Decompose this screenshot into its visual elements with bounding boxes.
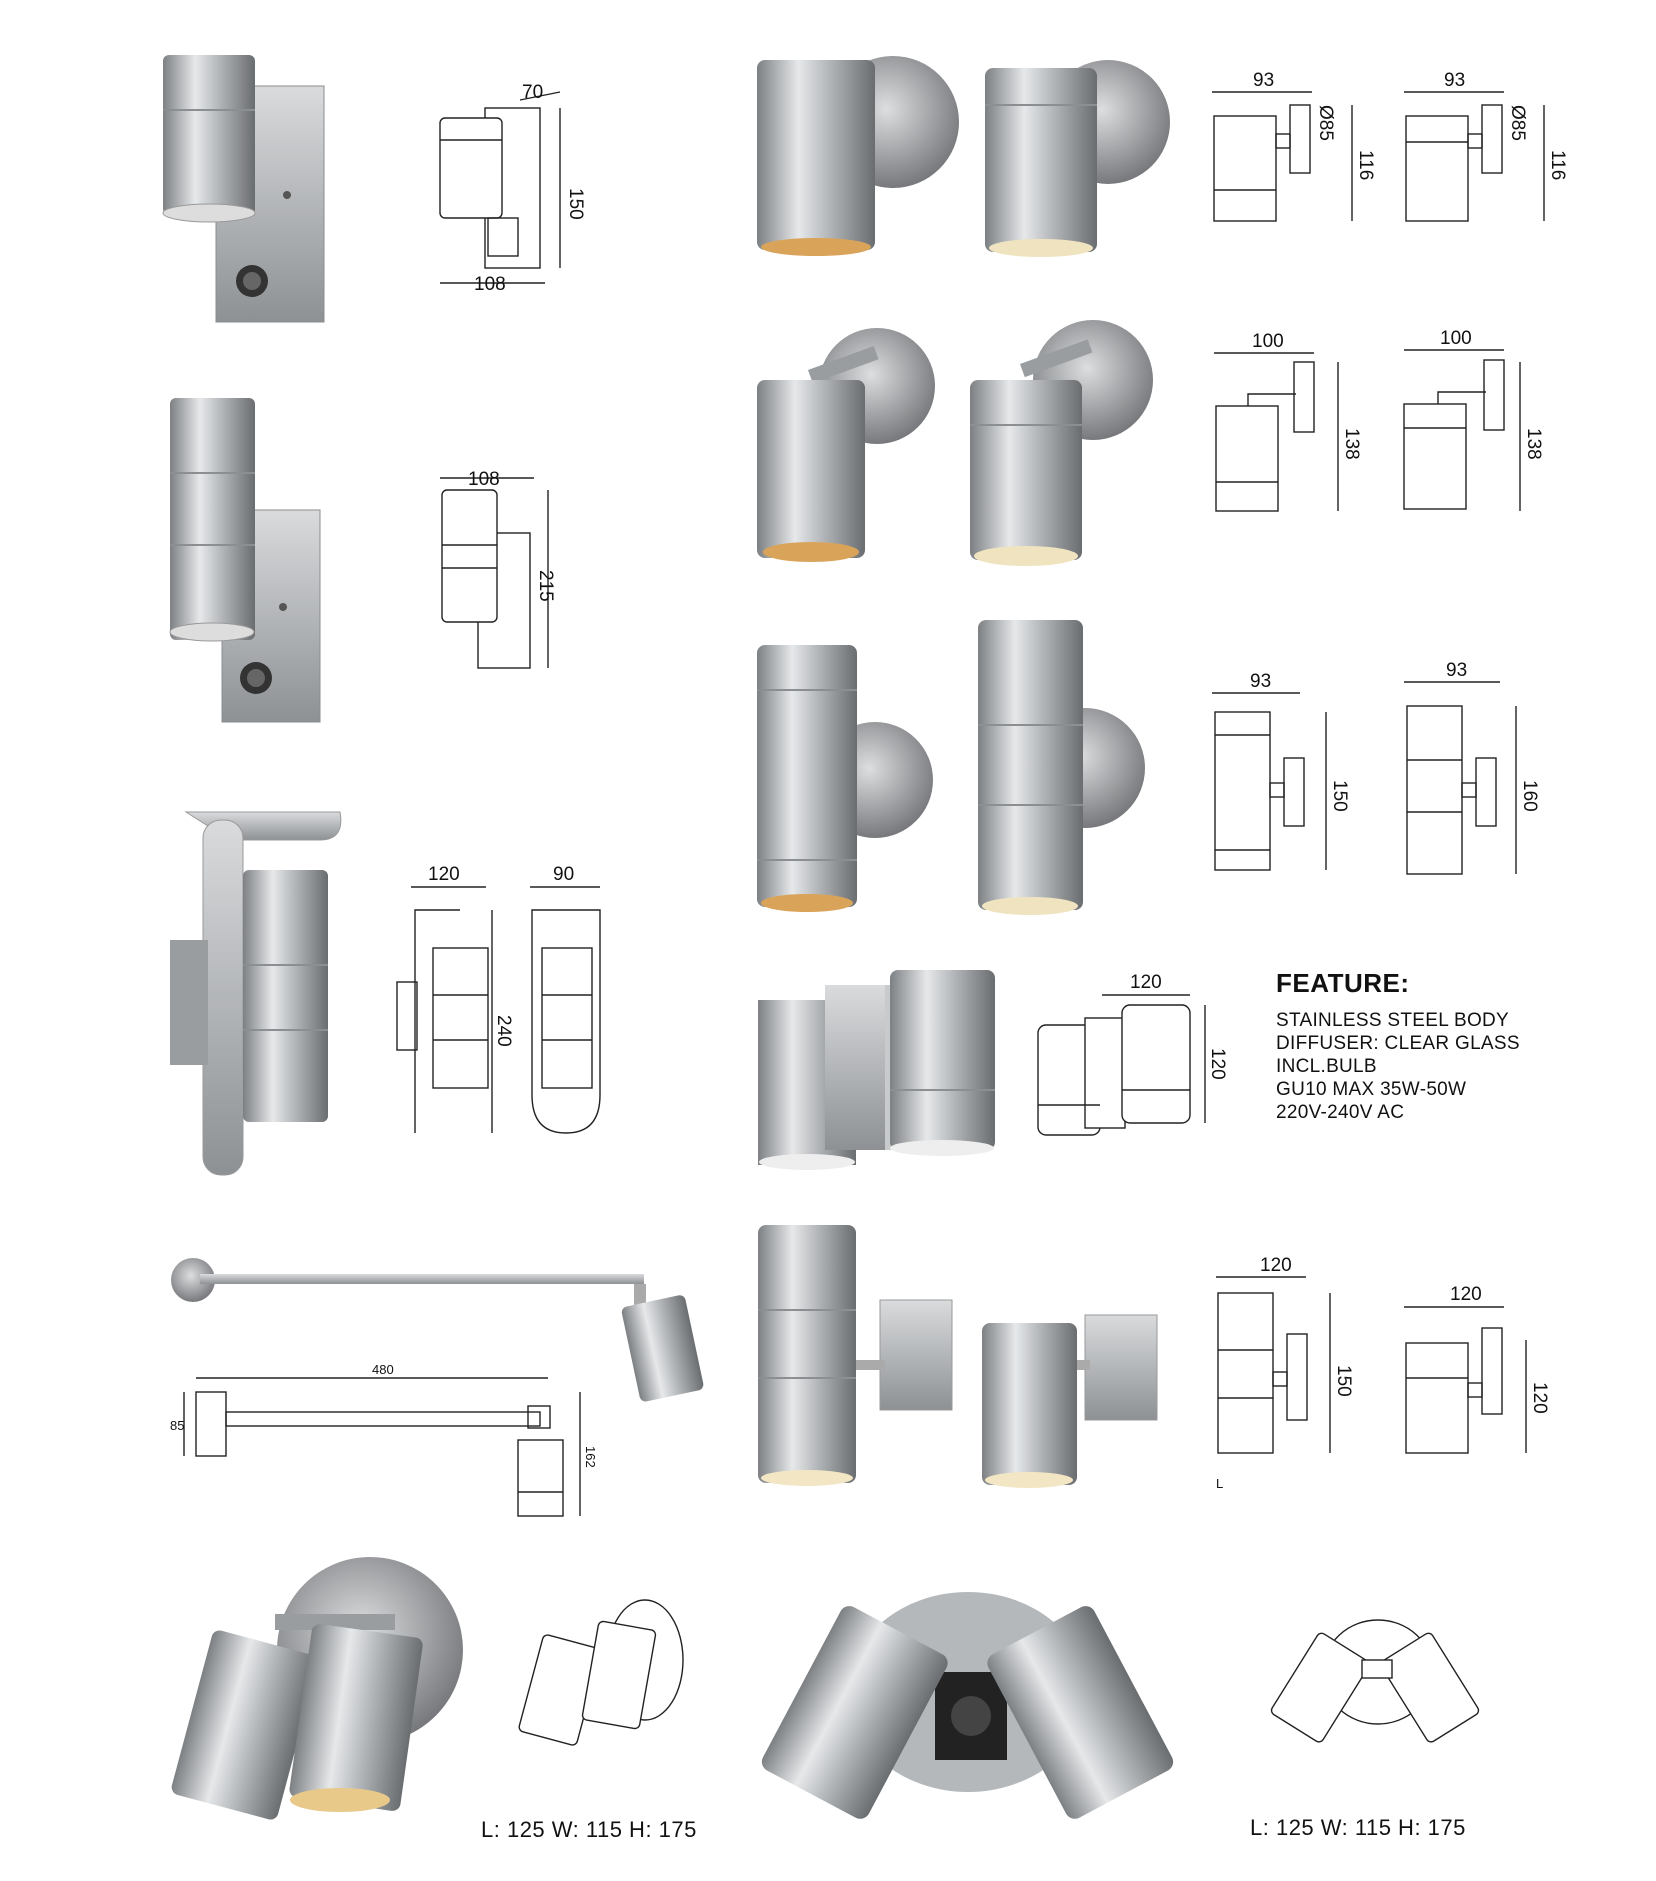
feature-line: GU10 MAX 35W-50W: [1276, 1079, 1467, 1100]
product-photo-r3: [757, 620, 1145, 915]
drawing-r1: 93 Ø85 116 93 Ø85 116: [1212, 70, 1568, 222]
feature-line: 220V-240V AC: [1276, 1102, 1405, 1123]
dim-r2-w1: 100: [1252, 331, 1284, 352]
drawing-3: 120 240 90: [396, 864, 601, 1134]
dim-p1-h: 150: [565, 188, 586, 220]
product-photo-r5: [758, 1225, 1158, 1488]
dim-p3-w2: 90: [553, 864, 574, 885]
dim-r5-h2: 120: [1529, 1382, 1550, 1414]
dim-p4-h: 85: [170, 1418, 184, 1433]
dim-r1-w2: 93: [1444, 70, 1465, 91]
product-photo-r1: [757, 56, 1170, 257]
dim-p2-h: 215: [535, 570, 556, 602]
dim-r3-w2: 93: [1446, 660, 1467, 681]
dim-r5-w2: 120: [1450, 1284, 1482, 1305]
feature-title: FEATURE:: [1276, 968, 1410, 998]
drawing-bottom-left: [518, 1599, 684, 1746]
dim-r5-mark: L: [1216, 1476, 1223, 1491]
dim-p1-b: 108: [474, 274, 506, 295]
product-photo-bottom-right: [761, 1592, 1174, 1819]
product-photo-3: [170, 811, 342, 1176]
dim-p3-w1: 120: [428, 864, 460, 885]
dim-p4-w: 480: [372, 1362, 394, 1377]
drawing-2: 108 215: [440, 469, 556, 669]
product-photo-r2: [757, 320, 1153, 566]
feature-line: DIFFUSER: CLEAR GLASS: [1276, 1033, 1520, 1054]
product-photo-1: [162, 55, 325, 323]
feature-block: FEATURE: STAINLESS STEEL BODY DIFFUSER: …: [1276, 968, 1606, 1124]
drawing-bottom-right: [1270, 1619, 1480, 1743]
drawing-r4: 120 120: [1037, 972, 1228, 1136]
dim-r1-h1: 116: [1355, 150, 1376, 180]
dim-r1-h2: 116: [1547, 150, 1568, 180]
dim-r3-h1: 150: [1329, 780, 1350, 812]
dim-r4-w: 120: [1130, 972, 1162, 993]
dimensions-caption-right: L: 125 W: 115 H: 175: [1250, 1815, 1466, 1840]
product-photo-2: [169, 398, 321, 723]
feature-line: STAINLESS STEEL BODY: [1276, 1010, 1510, 1031]
dim-p1-w: 70: [522, 82, 543, 103]
drawing-1: 70 150 108: [439, 82, 586, 295]
dim-r3-w1: 93: [1250, 671, 1271, 692]
dim-r1-d1: Ø85: [1315, 105, 1336, 141]
dim-r2-h2: 138: [1523, 428, 1544, 460]
dim-p3-h: 240: [493, 1015, 514, 1047]
dim-p4-d: 162: [583, 1446, 598, 1468]
product-photo-4: [171, 1258, 704, 1402]
feature-line: INCL.BULB: [1276, 1056, 1377, 1077]
dim-r3-h2: 160: [1519, 780, 1540, 812]
dim-r2-h1: 138: [1341, 428, 1362, 460]
product-photo-bottom-left: [171, 1557, 463, 1820]
drawing-4: 480 85 162: [170, 1362, 598, 1517]
product-photo-r4: [758, 970, 995, 1170]
dim-r1-w1: 93: [1253, 70, 1274, 91]
dim-r1-d2: Ø85: [1507, 105, 1528, 141]
drawing-r2: 100 138 100 138: [1214, 328, 1544, 512]
dim-r5-w1: 120: [1260, 1255, 1292, 1276]
dim-r5-h1: 150: [1333, 1365, 1354, 1397]
dim-r4-h: 120: [1207, 1048, 1228, 1080]
drawing-r3: 93 150 93 160: [1212, 660, 1540, 875]
drawing-r5: 120 150 L 120 120: [1216, 1255, 1550, 1491]
dimensions-caption-left: L: 125 W: 115 H: 175: [481, 1817, 697, 1842]
dim-p2-w: 108: [468, 469, 500, 490]
dim-r2-w2: 100: [1440, 328, 1472, 349]
